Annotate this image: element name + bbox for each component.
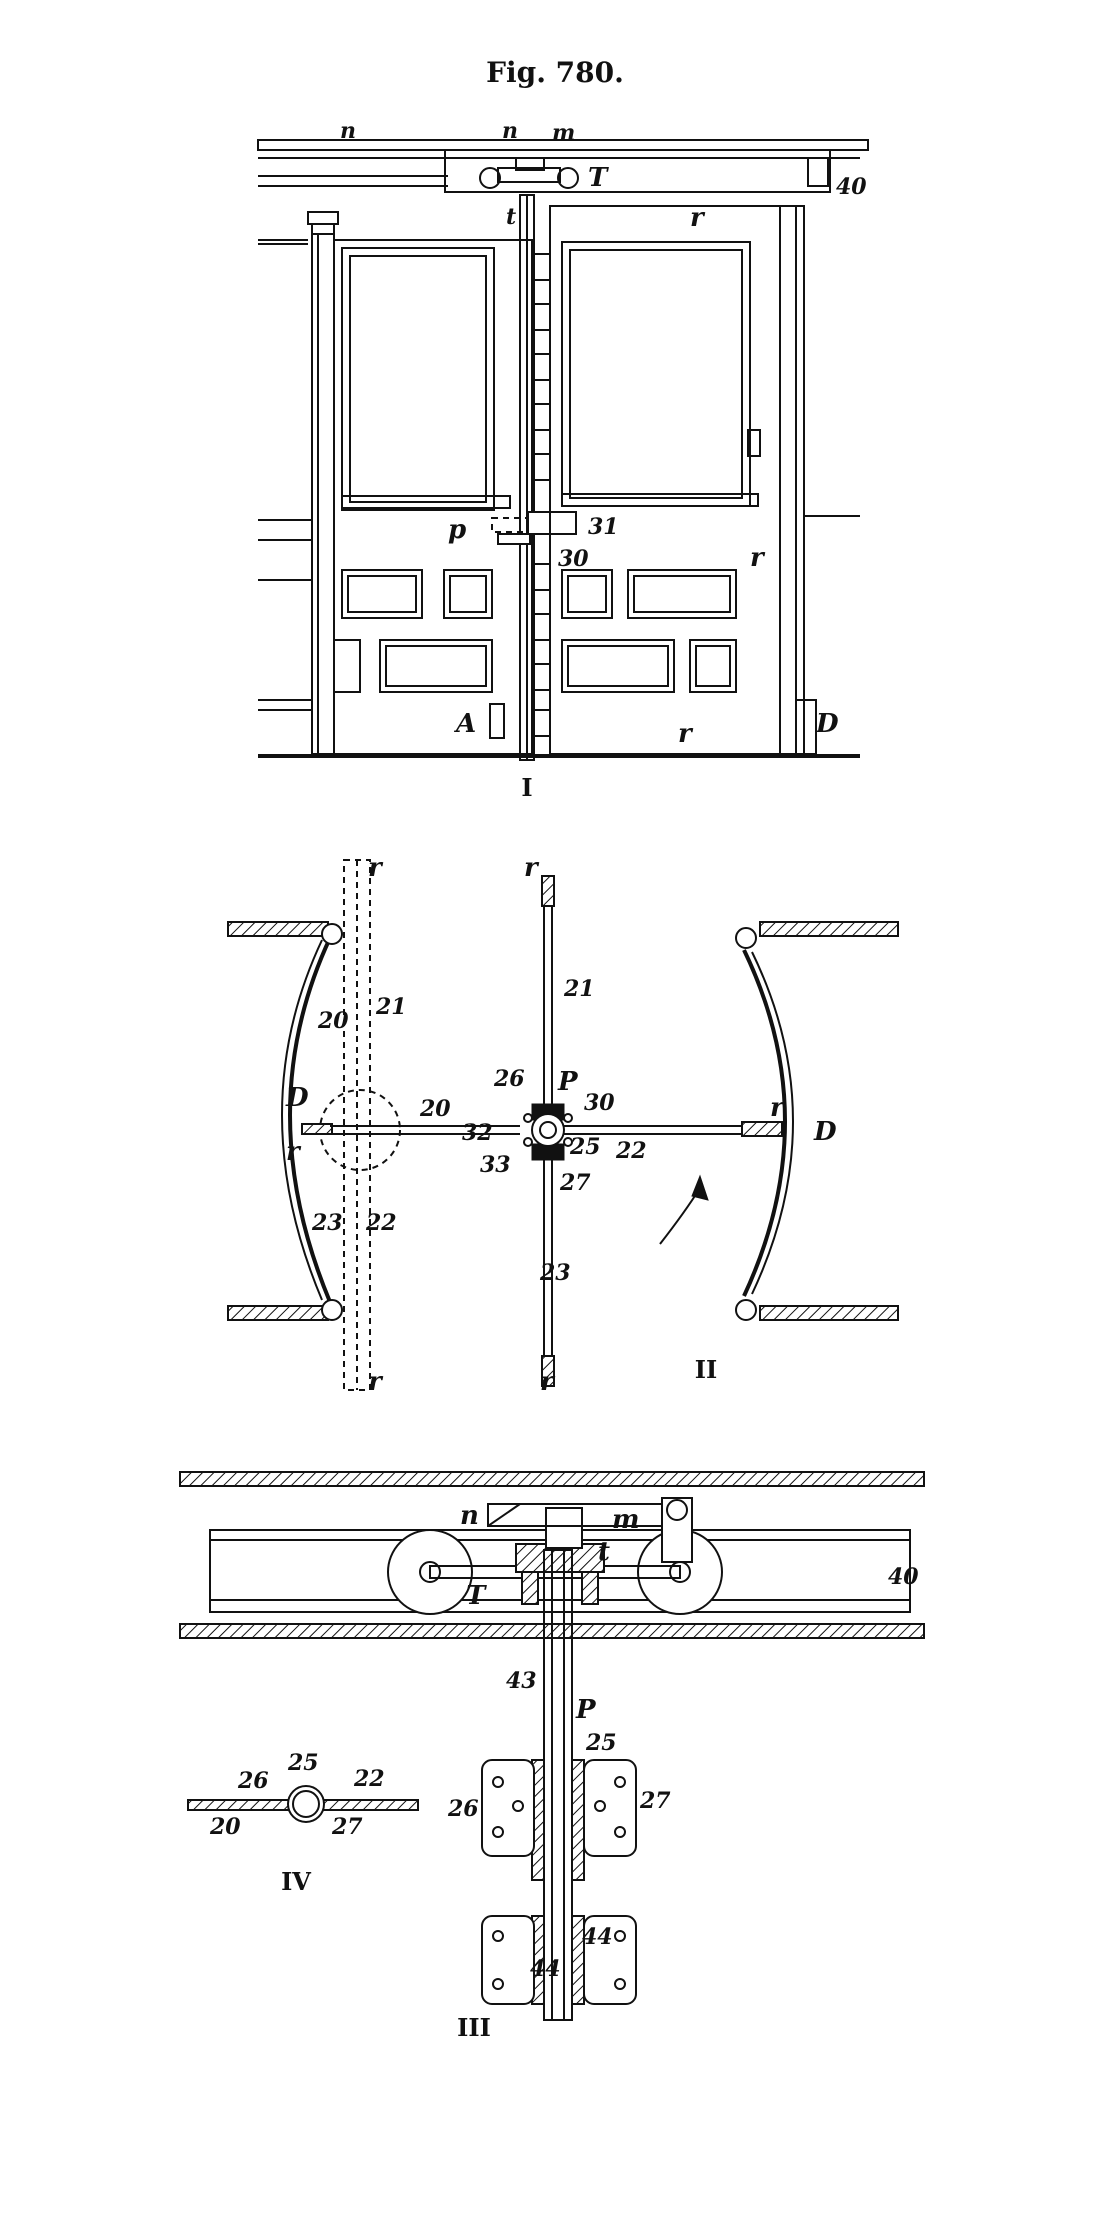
label-43: 43 (506, 1668, 537, 1694)
hinge-plate-27 (583, 1759, 637, 1857)
label-t: t (506, 204, 516, 230)
label-25: 25 (585, 1730, 617, 1756)
panel-iv-section (187, 1785, 419, 1823)
hinge-plate-26 (481, 1759, 535, 1857)
label-r-bottom-left: r (368, 1367, 384, 1397)
label-p: p (448, 515, 466, 545)
post-hinges (533, 253, 551, 737)
figure-title: Fig. 780. (486, 56, 624, 89)
label-31: 31 (588, 514, 619, 540)
label-23-left: 23 (311, 1210, 343, 1236)
panel-iii-track-detail (179, 1471, 925, 2021)
post-P (543, 1549, 573, 2021)
label-25: 25 (569, 1134, 601, 1160)
label-T: T (588, 163, 609, 193)
label-25: 25 (287, 1750, 319, 1776)
label-33: 33 (480, 1152, 511, 1178)
track-40 (444, 149, 831, 193)
label-T: T (466, 1581, 487, 1611)
label-20: 20 (419, 1096, 451, 1122)
label-n-mid: n (502, 118, 518, 144)
label-27: 27 (639, 1788, 671, 1814)
label-32: 32 (462, 1120, 493, 1146)
panel-iii-labels: n m t T 40 43 P 25 26 27 44 44 III (447, 1501, 919, 2042)
label-m: m (552, 120, 575, 146)
label-21-left: 21 (375, 994, 407, 1020)
arc-left-D (288, 937, 332, 1303)
panel-numeral-i: I (521, 773, 532, 802)
panel-ii-labels: r r 21 21 20 D r 20 26 P 32 30 r D 25 33… (285, 853, 837, 1397)
label-t: t (598, 1537, 610, 1567)
panel-iv-labels: 26 25 22 20 27 IV (209, 1750, 385, 1896)
arc-right-D (742, 949, 787, 1297)
label-22: 22 (615, 1138, 647, 1164)
label-D-right: D (813, 1117, 837, 1147)
label-r-top: r (690, 203, 706, 233)
label-r-right: r (750, 543, 766, 573)
label-26: 26 (447, 1796, 479, 1822)
label-P: P (575, 1695, 597, 1725)
label-30: 30 (584, 1090, 615, 1116)
label-20-left: 20 (317, 1008, 349, 1034)
label-40: 40 (836, 174, 867, 200)
label-r-top-left: r (368, 853, 384, 883)
panel-i-labels: n n m T t r 40 p 31 30 r A r D I (340, 118, 867, 802)
label-26: 26 (237, 1768, 269, 1794)
label-23: 23 (539, 1260, 571, 1286)
label-27: 27 (331, 1814, 363, 1840)
label-r-bottom: r (540, 1367, 556, 1397)
label-44-right: 44 (582, 1924, 613, 1950)
label-27: 27 (559, 1170, 591, 1196)
label-m: m (612, 1505, 640, 1535)
label-r-right: r (770, 1093, 786, 1123)
catch-a (489, 703, 505, 739)
hinge-plate-44-left (481, 1915, 535, 2005)
label-30: 30 (558, 546, 589, 572)
label-22: 22 (353, 1766, 385, 1792)
label-21: 21 (563, 976, 595, 1002)
label-D: D (815, 709, 839, 739)
roller-left (479, 167, 501, 189)
track-top-hatch (179, 1471, 925, 1487)
label-r-bottom: r (678, 719, 694, 749)
label-20: 20 (209, 1814, 241, 1840)
panel-numeral-ii: II (695, 1355, 717, 1384)
label-26: 26 (493, 1066, 525, 1092)
label-22-left: 22 (365, 1210, 397, 1236)
panel-numeral-iii: III (457, 2013, 491, 2042)
label-r-left: r (286, 1137, 302, 1167)
label-r-top: r (524, 853, 540, 883)
roller-right (557, 167, 579, 189)
panel-ii-plan (227, 859, 899, 1391)
door-leaf-right (549, 205, 781, 755)
label-44-left: 44 (530, 1956, 561, 1982)
panel-i-elevation (257, 139, 869, 761)
label-n: n (460, 1501, 479, 1531)
label-A: A (453, 709, 476, 739)
label-P: P (557, 1067, 579, 1097)
label-40: 40 (888, 1564, 919, 1590)
label-D-left: D (285, 1083, 309, 1113)
label-n-left: n (340, 118, 356, 144)
panel-numeral-iv: IV (281, 1867, 311, 1896)
latch-31 (527, 511, 577, 535)
